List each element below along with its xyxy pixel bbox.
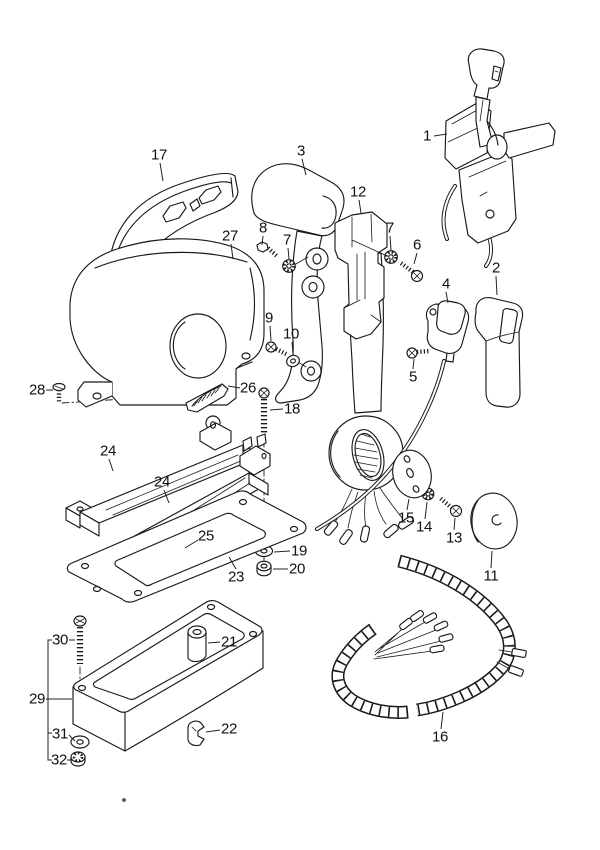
part-label-18-18: 18 xyxy=(284,401,300,418)
part-label-25-26: 25 xyxy=(198,528,214,545)
leader-line-6-5 xyxy=(413,252,418,265)
leader-line-15-15 xyxy=(406,498,410,511)
part-label-8-8: 8 xyxy=(259,220,267,237)
leader-line-25-26 xyxy=(184,539,199,549)
part-8-bolt xyxy=(256,241,281,260)
part-label-13-13: 13 xyxy=(446,530,462,547)
part-16-wire-harness xyxy=(331,554,527,719)
part-label-28-29: 28 xyxy=(29,382,45,399)
part-32-nut xyxy=(70,751,86,767)
part-label-29-30: 29 xyxy=(29,691,45,708)
leader-line-22-22 xyxy=(205,729,221,733)
leader-line-10-10 xyxy=(291,341,294,355)
leader-line-7-7 xyxy=(389,235,392,251)
leader-line-24-24 xyxy=(108,458,114,472)
leader-line-7-6 xyxy=(287,247,290,260)
leader-line-11-11 xyxy=(490,550,493,569)
leader-line-12-12 xyxy=(358,199,362,214)
part-30-screw xyxy=(73,615,87,664)
part-label-6-5: 6 xyxy=(413,237,421,254)
leader-line-27-28 xyxy=(230,243,234,260)
part-label-1-0: 1 xyxy=(423,128,431,145)
leader-line-26-27 xyxy=(227,385,241,389)
part-6-screw xyxy=(399,260,424,283)
part-4-safety-switch xyxy=(315,300,470,531)
part-label-11-11: 11 xyxy=(484,568,499,585)
leader-line-1-0 xyxy=(433,133,448,137)
part-label-31-32: 31 xyxy=(52,726,68,743)
part-22-clip xyxy=(187,720,205,747)
diagram-artwork xyxy=(52,48,556,802)
leader-line-2-1 xyxy=(495,275,498,296)
part-3-handle-grip xyxy=(251,163,345,404)
part-12-clamp-bracket xyxy=(334,211,388,340)
part-1-control-assembly xyxy=(441,48,556,268)
part-11-cap xyxy=(470,492,518,550)
part-label-7-7: 7 xyxy=(386,220,394,237)
part-label-30-31: 30 xyxy=(52,632,68,649)
leader-line-31-32 xyxy=(68,734,76,742)
part-label-23-23: 23 xyxy=(228,569,244,586)
leader-line-4-3 xyxy=(445,291,449,304)
part-label-2-1: 2 xyxy=(492,260,500,277)
part-27-housing-cover xyxy=(69,238,265,408)
leader-line-5-4 xyxy=(412,358,415,370)
part-label-26-27: 26 xyxy=(240,380,256,397)
part-10-washer xyxy=(286,354,300,368)
part-label-5-4: 5 xyxy=(409,369,417,386)
part-15-plate xyxy=(392,449,432,499)
leader-line-21-21 xyxy=(207,641,221,644)
part-13-screw xyxy=(438,495,463,518)
part-2-grip-cover xyxy=(474,297,524,408)
part-5-screw xyxy=(406,347,431,359)
part-label-17-17: 17 xyxy=(151,147,167,164)
leader-line-8-8 xyxy=(261,235,264,246)
part-label-22-22: 22 xyxy=(221,721,237,738)
speck xyxy=(122,798,126,802)
part-labels-layer: 1234567789101112131415161718192021222324… xyxy=(29,128,500,769)
leader-line-16-16 xyxy=(440,711,444,730)
part-7-lock-washer-b xyxy=(384,250,398,264)
part-label-32-33: 32 xyxy=(51,752,67,769)
leader-line-19-19 xyxy=(273,550,291,553)
leader-line-3-2 xyxy=(301,158,307,176)
part-label-7-6: 7 xyxy=(283,232,291,249)
leader-line-17-17 xyxy=(159,162,164,182)
part-label-24-24: 24 xyxy=(100,443,116,460)
part-18-screw xyxy=(258,387,270,435)
part-label-20-20: 20 xyxy=(289,561,305,578)
part-label-15-15: 15 xyxy=(398,510,414,527)
leader-line-23-23 xyxy=(228,556,237,570)
leader-line-14-14 xyxy=(424,501,428,520)
part-label-12-12: 12 xyxy=(350,184,366,201)
part-26-trim-wedge xyxy=(185,383,229,413)
part-31-washer xyxy=(70,735,90,749)
part-20-nut xyxy=(256,560,272,577)
part-label-27-28: 27 xyxy=(222,228,238,245)
label-bracket-0 xyxy=(47,639,52,761)
part-label-14-14: 14 xyxy=(416,519,432,536)
part-label-21-21: 21 xyxy=(221,634,237,651)
part-label-9-9: 9 xyxy=(265,310,273,327)
part-21-bushing xyxy=(187,625,207,663)
part-28-screw xyxy=(52,382,66,402)
part-label-4-3: 4 xyxy=(442,276,450,293)
part-29-spacer-frame xyxy=(72,600,264,752)
leader-line-9-9 xyxy=(269,325,272,342)
part-label-3-2: 3 xyxy=(297,143,305,160)
part-7-lock-washer-a xyxy=(282,256,309,273)
part-label-24-25: 24 xyxy=(154,474,170,491)
part-label-10-10: 10 xyxy=(283,326,299,343)
leader-line-13-13 xyxy=(453,517,456,531)
part-9-screw xyxy=(265,341,307,368)
part-label-19-19: 19 xyxy=(291,543,307,560)
leader-line-24-25 xyxy=(163,489,170,504)
part-label-16-16: 16 xyxy=(432,729,448,746)
leader-line-18-18 xyxy=(269,408,284,411)
